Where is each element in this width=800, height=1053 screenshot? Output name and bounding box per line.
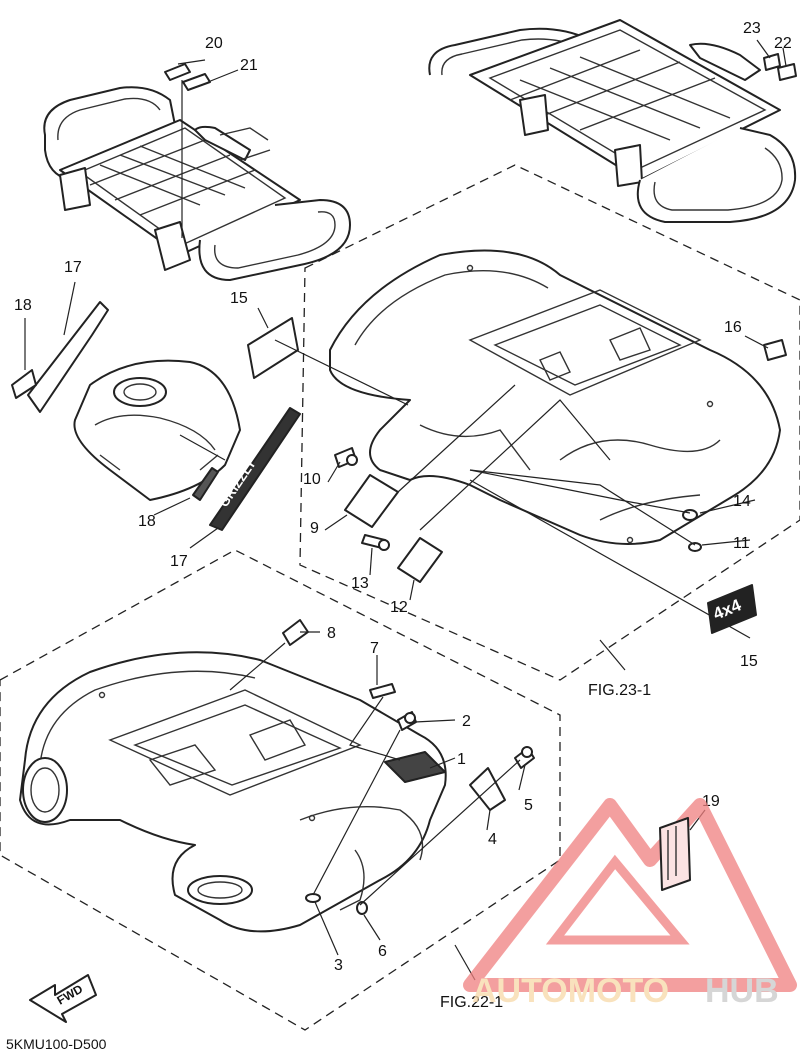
- callout-23: 23: [743, 20, 761, 37]
- decal-7: [369, 683, 396, 699]
- leader-lines: [24, 39, 787, 981]
- decal-20: [164, 63, 191, 81]
- decal-23: [763, 53, 781, 71]
- rear-fender-group-outline: [299, 164, 800, 681]
- tank-side-decal-left: [27, 301, 109, 413]
- callout-2: 2: [462, 713, 471, 730]
- front-fender: [19, 651, 447, 933]
- decal-15-plate: [247, 317, 299, 379]
- watermark-text-hub: HUB: [705, 972, 779, 1010]
- small-decal-18: [192, 467, 219, 501]
- callout-10: 10: [303, 471, 321, 488]
- grommet-6: [356, 901, 368, 915]
- diagram-code: 5KMU100-D500: [6, 1036, 107, 1052]
- grommet-3: [305, 893, 321, 903]
- fastener-2: [397, 711, 417, 731]
- callout-20: 20: [205, 35, 223, 52]
- callout-16: 16: [724, 319, 742, 336]
- fwd-arrow-icon: FWD: [29, 974, 97, 1023]
- callout-3: 3: [334, 957, 343, 974]
- callout-17-bottom: 17: [170, 553, 188, 570]
- decal-16: [763, 339, 787, 361]
- washer-11: [688, 542, 702, 552]
- fastener-5: [514, 746, 535, 769]
- rear-fender: [329, 249, 781, 545]
- callout-5: 5: [524, 797, 533, 814]
- callout-21: 21: [240, 57, 258, 74]
- callout-4: 4: [488, 831, 497, 848]
- callout-14: 14: [733, 493, 751, 510]
- small-decal-left: [11, 369, 37, 399]
- decal-22: [777, 63, 797, 81]
- callout-1: 1: [457, 751, 466, 768]
- callout-7: 7: [370, 640, 379, 657]
- panel-12: [397, 537, 443, 583]
- fig-ref-top: FIG.23-1: [588, 682, 651, 699]
- front-carrier-rack: [43, 86, 351, 281]
- rear-carrier-rack: [428, 19, 797, 223]
- automotohub-watermark: AUTOMOTO HUB: [463, 798, 797, 1010]
- watermark-text-auto: AUTOMOTO: [472, 972, 669, 1010]
- callout-11: 11: [733, 535, 750, 552]
- fastener-10: [334, 447, 358, 468]
- panel-9: [344, 474, 399, 528]
- callout-17-top: 17: [64, 259, 82, 276]
- decal-21: [182, 73, 211, 91]
- callout-12: 12: [390, 599, 408, 616]
- callout-15-top: 15: [230, 290, 248, 307]
- callout-13: 13: [351, 575, 369, 592]
- decal-19: [659, 817, 691, 891]
- callout-labels: 20 21 23 22 17 18 15 16 10 9 18 17 13 12…: [14, 20, 792, 974]
- callout-6: 6: [378, 943, 387, 960]
- callout-22: 22: [774, 35, 792, 52]
- badge-4x4: 4x4: [707, 584, 757, 634]
- callout-8: 8: [327, 625, 336, 642]
- callout-18-bottom: 18: [138, 513, 156, 530]
- fastener-13: [361, 534, 390, 551]
- fig-ref-bottom: FIG.22-1: [440, 994, 503, 1011]
- callout-9: 9: [310, 520, 319, 537]
- callout-18-top: 18: [14, 297, 32, 314]
- tank-cover: [73, 359, 241, 501]
- callout-15-bottom: 15: [740, 653, 758, 670]
